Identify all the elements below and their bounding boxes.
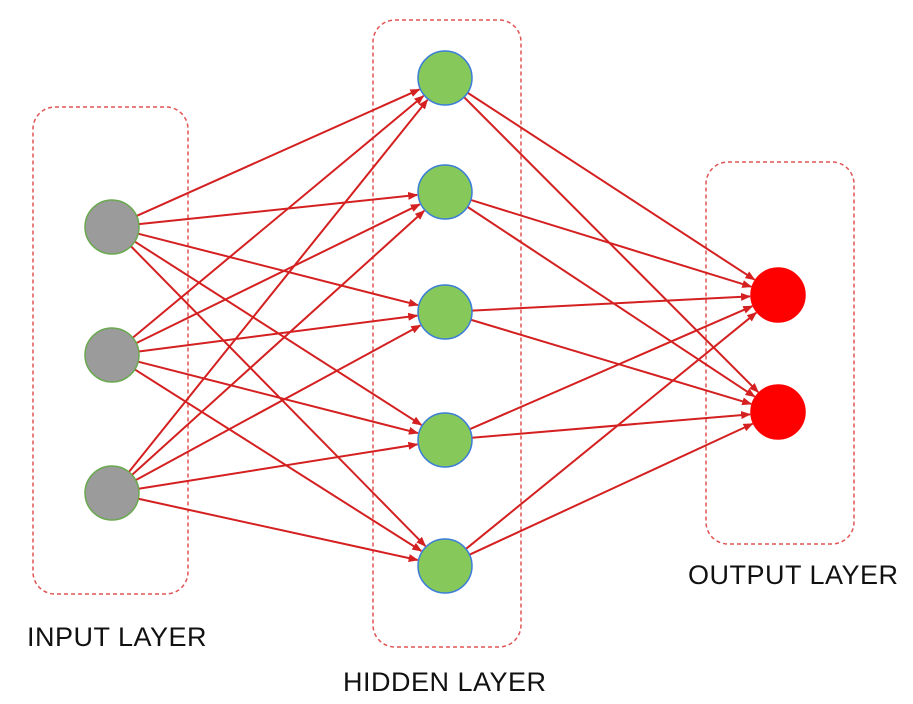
- edge-input-3-to-hidden-2: [131, 210, 425, 476]
- edge-input-1-to-hidden-3: [137, 232, 419, 307]
- output-node-2: [750, 384, 806, 440]
- edge-input-1-to-hidden-1: [136, 88, 421, 217]
- edge-hidden-3-to-output-1: [471, 292, 752, 312]
- hidden-node-5: [417, 538, 473, 594]
- edge-hidden-4-to-output-2: [471, 411, 752, 439]
- connections: [128, 88, 759, 562]
- input-layer-box: [32, 106, 189, 595]
- edge-input-1-to-hidden-5: [130, 245, 427, 547]
- edge-hidden-5-to-output-2: [469, 422, 754, 556]
- hidden-node-2: [417, 164, 473, 220]
- edge-input-2-to-hidden-4: [137, 360, 419, 435]
- input-layer-label: INPUT LAYER: [27, 622, 207, 652]
- input-node-3: [84, 465, 140, 521]
- edge-hidden-2-to-output-2: [466, 206, 756, 398]
- output-layer-label: OUTPUT LAYER: [688, 560, 899, 590]
- output-node-1: [750, 267, 806, 323]
- input-node-1: [84, 199, 140, 255]
- edge-hidden-1-to-output-1: [467, 91, 756, 281]
- edge-input-3-to-hidden-5: [138, 497, 419, 562]
- output-layer-box: [705, 161, 855, 545]
- edge-hidden-3-to-output-2: [470, 318, 753, 406]
- edge-input-2-to-hidden-1: [132, 95, 425, 339]
- edge-hidden-1-to-output-2: [463, 96, 759, 393]
- edge-hidden-5-to-output-1: [465, 311, 758, 550]
- edge-input-3-to-hidden-4: [138, 441, 419, 490]
- hidden-layer-label: HIDDEN LAYER: [343, 667, 547, 697]
- hidden-node-1: [417, 50, 473, 106]
- edge-input-3-to-hidden-1: [128, 99, 429, 473]
- hidden-node-4: [417, 412, 473, 468]
- edge-input-3-to-hidden-3: [135, 324, 422, 481]
- hidden-node-3: [417, 284, 473, 340]
- edge-input-2-to-hidden-2: [135, 203, 421, 345]
- edge-input-2-to-hidden-3: [138, 312, 419, 353]
- hidden-layer-box: [372, 19, 522, 648]
- edge-input-2-to-hidden-5: [134, 368, 423, 552]
- nodes: [84, 50, 806, 594]
- edge-hidden-2-to-output-1: [470, 199, 753, 288]
- input-node-2: [84, 327, 140, 383]
- edge-hidden-4-to-output-1: [469, 305, 754, 431]
- edge-input-1-to-hidden-2: [138, 191, 419, 226]
